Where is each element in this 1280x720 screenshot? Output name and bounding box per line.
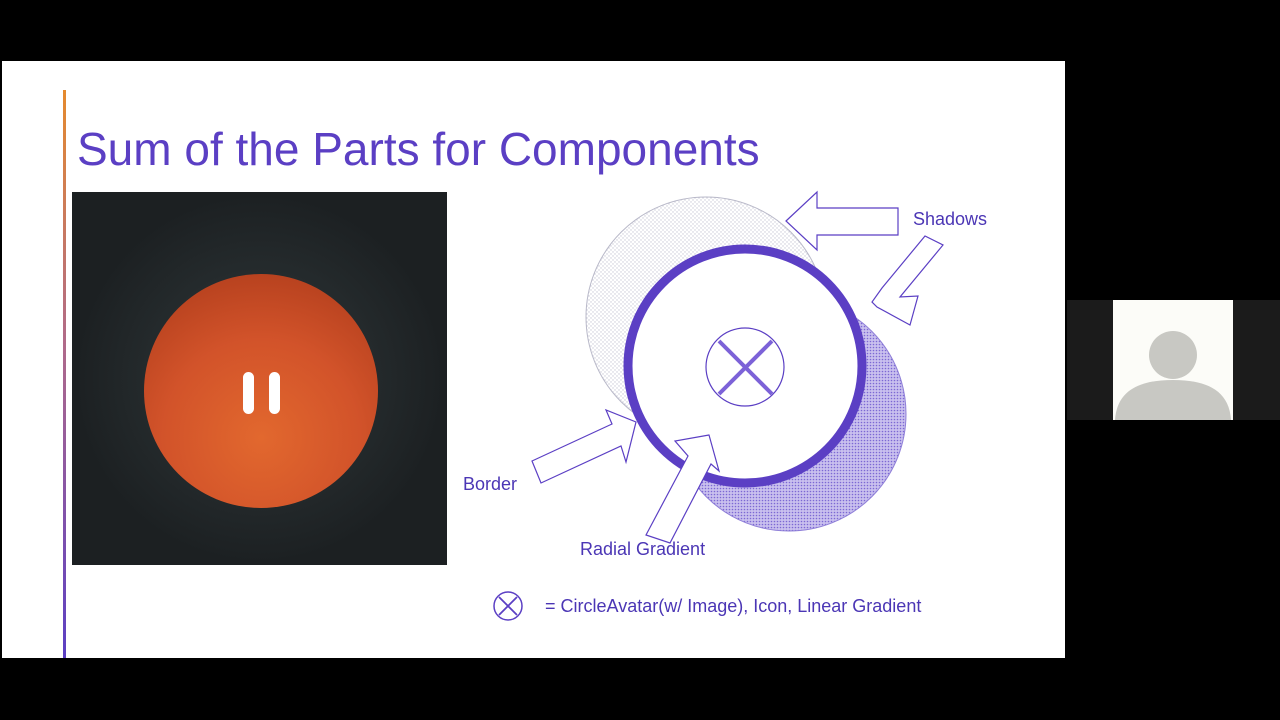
radial-gradient-label: Radial Gradient (580, 539, 706, 559)
presentation-slide: Sum of the Parts for Components (2, 61, 1065, 658)
border-label: Border (463, 474, 518, 494)
legend-text: = CircleAvatar(w/ Image), Icon, Linear G… (545, 596, 922, 616)
shadows-arrow-down-icon (871, 235, 944, 326)
border-arrow-icon (531, 408, 637, 484)
demo-panel (72, 192, 447, 565)
shadows-label: Shadows (913, 209, 988, 229)
shadows-arrow-left-icon (785, 190, 899, 252)
component-diagram (493, 190, 944, 621)
circle-x-icon (705, 327, 785, 407)
demo-pause-button[interactable] (144, 274, 378, 508)
participant-avatar (1113, 300, 1233, 420)
demo-button-graphic (144, 274, 378, 508)
accent-line (63, 90, 66, 658)
pause-icon (243, 372, 280, 414)
person-placeholder-icon (1115, 331, 1231, 420)
legend-circle-x-icon (493, 591, 523, 621)
slide-title: Sum of the Parts for Components (77, 123, 760, 175)
radial-gradient-arrow-icon (645, 434, 721, 544)
